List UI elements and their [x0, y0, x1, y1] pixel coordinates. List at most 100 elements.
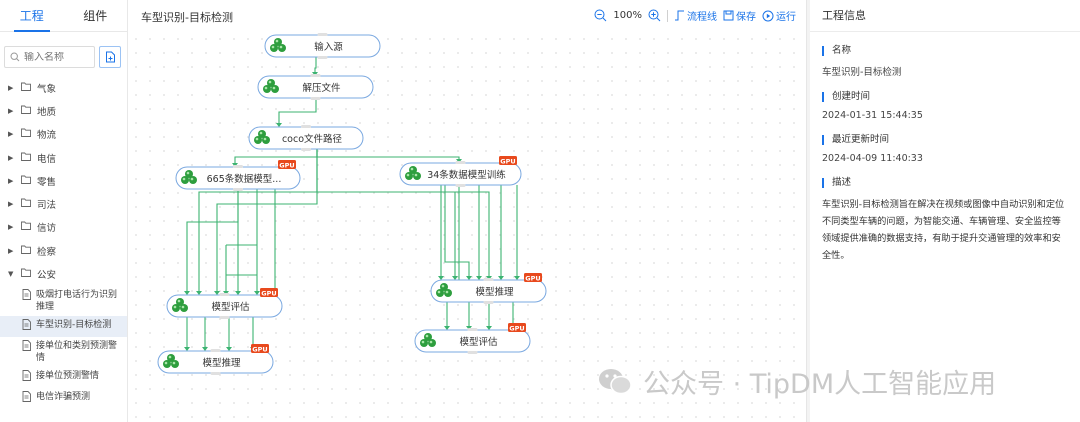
node-input-port[interactable]	[301, 125, 311, 128]
node-output-port[interactable]	[317, 56, 328, 59]
zoom-out-icon[interactable]	[594, 9, 607, 22]
node-icon-highlight	[437, 290, 441, 294]
tree-folder[interactable]: ▶ 气象	[0, 76, 127, 99]
tree-folder[interactable]: ▶司法	[0, 192, 127, 215]
tree-folder[interactable]: ▶地质	[0, 99, 127, 122]
node-icon	[171, 360, 179, 368]
folder-icon	[21, 105, 31, 117]
caret-right-icon[interactable]: ▶	[8, 83, 14, 92]
gpu-badge-label: GPU	[509, 325, 524, 333]
node-input-port[interactable]	[233, 165, 243, 168]
name-value: 车型识别-目标检测	[822, 67, 902, 78]
tree-folder[interactable]: ▼公安	[0, 262, 127, 285]
node-output-port[interactable]	[467, 351, 478, 354]
node-input-port[interactable]	[467, 328, 478, 331]
folder-icon	[21, 245, 31, 257]
folder-icon	[21, 175, 31, 187]
tree-folder[interactable]: ▶检察	[0, 239, 127, 262]
tree-folder[interactable]: ▶电信	[0, 146, 127, 169]
tree-project-item[interactable]: 电信诈骗预测	[0, 388, 127, 409]
edge-arrow	[214, 291, 220, 295]
node-label: 解压文件	[302, 82, 341, 94]
caret-right-icon[interactable]: ▶	[8, 223, 14, 232]
caret-right-icon[interactable]: ▶	[8, 200, 14, 209]
node-icon-highlight	[445, 290, 449, 294]
gpu-badge-label: GPU	[525, 275, 540, 283]
tab-projects[interactable]: 工程	[0, 0, 64, 32]
node-input-port[interactable]	[455, 161, 466, 164]
node-output-port[interactable]	[210, 372, 221, 375]
tree-folder[interactable]: ▶物流	[0, 123, 127, 146]
tree-project-item[interactable]: 吸烟打电话行为识别推理	[0, 286, 127, 316]
edge-arrow	[444, 326, 450, 330]
edge-arrow	[196, 291, 202, 295]
edge-arrow	[235, 291, 241, 295]
zoom-in-icon[interactable]	[648, 9, 661, 22]
tree-folder[interactable]: ▶信访	[0, 216, 127, 239]
tab-components[interactable]: 组件	[83, 9, 108, 23]
tree-project-item[interactable]: 接单位和类别预测警情	[0, 337, 127, 367]
caret-right-icon[interactable]: ▶	[8, 153, 14, 162]
caret-right-icon[interactable]: ▶	[8, 130, 14, 139]
node-input-port[interactable]	[219, 293, 230, 296]
folder-label: 气象	[37, 83, 57, 95]
node-output-port[interactable]	[455, 184, 466, 187]
flow-node[interactable]: coco文件路径	[248, 125, 364, 151]
node-icon	[267, 79, 275, 87]
save-button[interactable]: 保存	[723, 8, 756, 23]
folder-icon	[21, 268, 31, 280]
node-icon	[420, 339, 428, 347]
description-value: 车型识别-目标检测旨在解决在视频或图像中自动识别和定位不同类型车辆的问题，为智能…	[822, 199, 1065, 261]
flow-node[interactable]: 输入源	[264, 33, 381, 59]
node-input-port[interactable]	[317, 33, 328, 36]
flow-node[interactable]: 解压文件	[257, 74, 374, 100]
node-output-port[interactable]	[219, 316, 230, 319]
node-input-port[interactable]	[210, 349, 221, 352]
flowline-button[interactable]: 流程线	[674, 8, 717, 23]
project-tree: ▶ 气象 ▶地质▶物流▶电信▶零售▶司法▶信访▶检察▼公安吸烟打电话行为识别推理车型…	[0, 74, 127, 409]
node-icon	[189, 176, 197, 184]
file-icon	[22, 369, 31, 385]
node-output-port[interactable]	[233, 188, 243, 191]
save-icon	[723, 10, 734, 21]
search-input[interactable]	[24, 51, 90, 63]
tree-project-item[interactable]: 接单位预测警情	[0, 367, 127, 388]
panel-splitter[interactable]	[806, 0, 810, 422]
save-label: 保存	[736, 12, 756, 23]
edge-arrow	[254, 291, 260, 295]
caret-down-icon[interactable]: ▼	[8, 270, 14, 279]
flow-edge	[234, 149, 318, 167]
wechat-logo-icon	[599, 368, 632, 394]
edge-arrow	[452, 276, 458, 280]
add-file-button[interactable]	[99, 46, 121, 68]
caret-right-icon[interactable]: ▶	[8, 106, 14, 115]
project-label: 吸烟打电话行为识别推理	[36, 289, 118, 312]
node-output-port[interactable]	[483, 301, 494, 304]
file-icon	[22, 339, 31, 364]
caret-right-icon[interactable]: ▶	[8, 176, 14, 185]
node-input-port[interactable]	[483, 278, 494, 281]
node-icon-highlight	[421, 340, 425, 344]
file-icon	[22, 288, 31, 313]
gpu-badge	[508, 323, 526, 332]
node-output-port[interactable]	[301, 148, 311, 151]
folder-icon	[21, 198, 31, 210]
search-box[interactable]	[4, 46, 95, 68]
flow-node[interactable]: 665条数据模型...GPU	[175, 160, 301, 191]
node-icon-highlight	[186, 171, 190, 175]
tree-project-item[interactable]: 车型识别-目标检测	[0, 315, 127, 337]
tree-folder[interactable]: ▶零售	[0, 169, 127, 192]
caret-right-icon[interactable]: ▶	[8, 246, 14, 255]
panel-title: 工程信息	[810, 0, 1080, 32]
run-button[interactable]: 运行	[762, 8, 796, 23]
node-input-port[interactable]	[310, 74, 321, 77]
gpu-badge	[260, 288, 278, 297]
flow-edge	[225, 244, 257, 295]
node-output-port[interactable]	[310, 97, 321, 100]
